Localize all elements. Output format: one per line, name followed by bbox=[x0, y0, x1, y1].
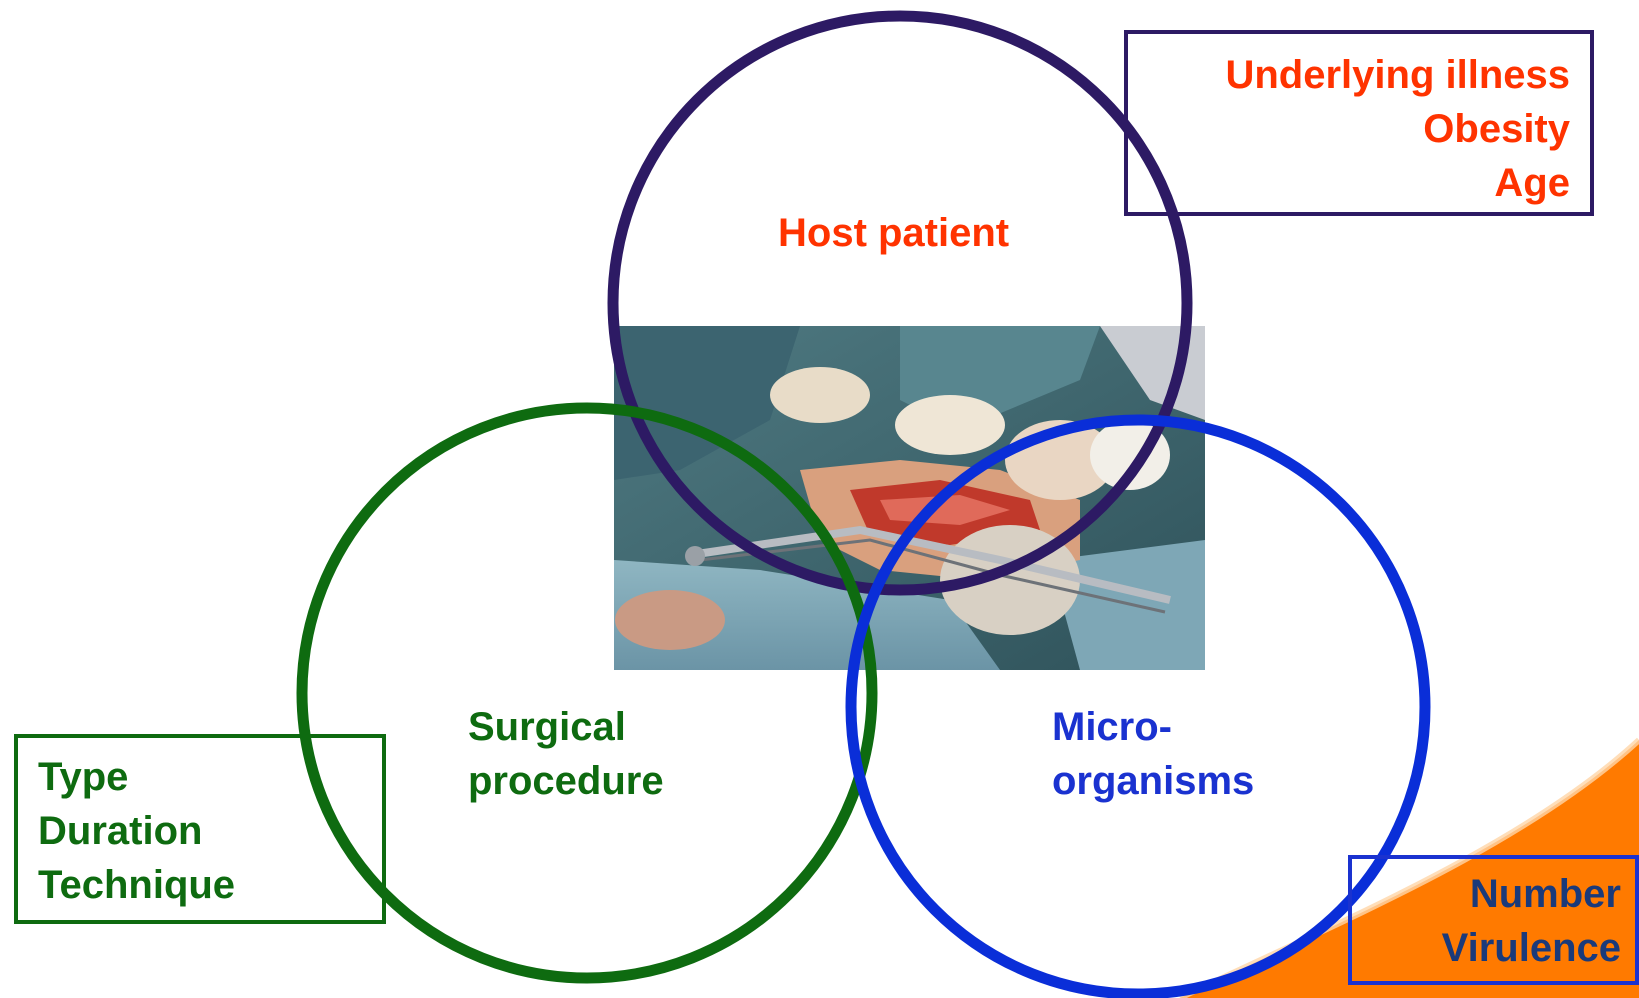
micro-factor: Virulence bbox=[1441, 926, 1621, 970]
surgery-factors-box: Type Duration Technique bbox=[14, 734, 386, 924]
surgery-factor: Technique bbox=[38, 863, 236, 907]
surgical-procedure-label: Surgical procedure bbox=[468, 700, 664, 808]
microorganisms-label: Micro- organisms bbox=[1052, 700, 1254, 808]
host-factor: Underlying illness bbox=[1225, 53, 1570, 97]
micro-factor: Number bbox=[1469, 872, 1621, 916]
host-factor: Age bbox=[1494, 161, 1570, 205]
surgical-label-line1: Surgical bbox=[468, 705, 626, 749]
micro-factors-box: Number Virulence bbox=[1348, 855, 1639, 985]
surgery-factor: Duration bbox=[38, 809, 203, 853]
micro-circle bbox=[845, 414, 1431, 998]
host-patient-label: Host patient bbox=[778, 211, 1010, 255]
micro-label-line2: organisms bbox=[1052, 759, 1255, 803]
surgery-circle bbox=[296, 402, 878, 984]
surgery-factor: Type bbox=[38, 755, 129, 799]
host-circle bbox=[607, 10, 1193, 596]
surgical-label-line2: procedure bbox=[468, 759, 664, 803]
host-factor: Obesity bbox=[1423, 107, 1570, 151]
host-factors-box: Underlying illness Obesity Age bbox=[1124, 30, 1594, 216]
micro-label-line1: Micro- bbox=[1052, 705, 1172, 749]
